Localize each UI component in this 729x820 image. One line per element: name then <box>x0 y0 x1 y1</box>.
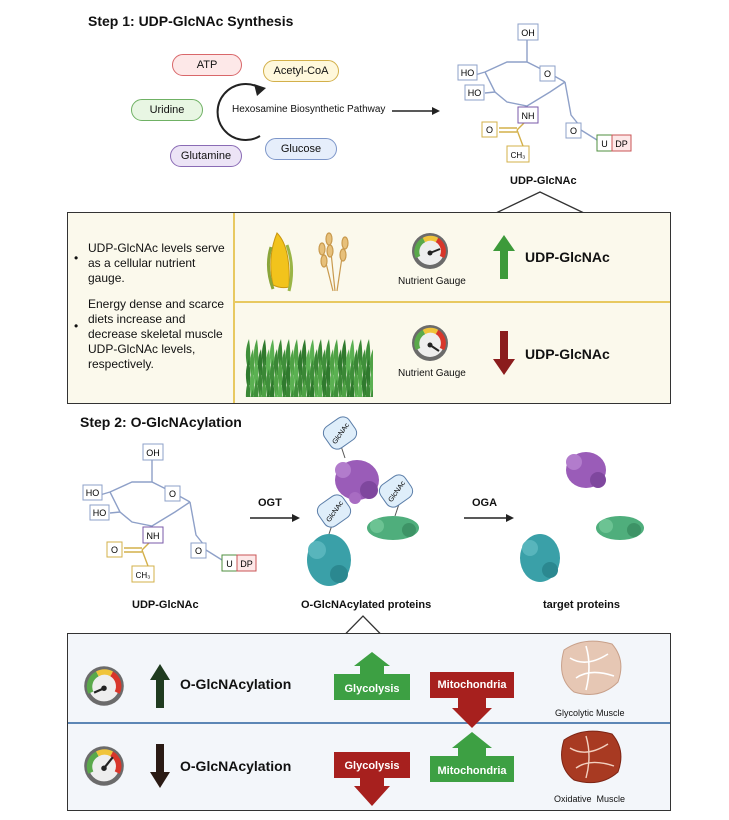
oga-label: OGA <box>472 497 498 509</box>
step1-title: Step 1: UDP-GlcNAc Synthesis <box>88 13 294 29</box>
glycosylated-proteins-label: O-GlcNAcylated proteins <box>301 599 432 611</box>
level-label-row1: UDP-GlcNAc <box>525 249 610 265</box>
up-arrow-icon <box>493 235 515 279</box>
mol2-o-link: O <box>195 546 202 556</box>
udp-glcnac-label-top: UDP-GlcNAc <box>510 175 577 187</box>
mol2-dp: DP <box>240 559 253 569</box>
oxidative-muscle-icon <box>561 730 622 784</box>
nutrient-panel: • UDP-GlcNAc levels serve as a cellular … <box>67 212 671 404</box>
mol1-ho2: HO <box>468 88 482 98</box>
udp-glcnac-structure-2: OH HO O HO NH O CH₃ O U DP <box>82 443 257 583</box>
gauge-label-row1: Nutrient Gauge <box>398 276 466 287</box>
mol2-ho2: HO <box>93 508 107 518</box>
udp-glcnac-structure: OH HO O HO NH O CH₃ O U DP <box>457 23 632 163</box>
pathway-label: Hexosamine Biosynthetic Pathway <box>232 104 386 115</box>
input-atp: ATP <box>172 54 242 76</box>
input-glucose: Glucose <box>265 138 337 160</box>
o-glcnacylation-label-row1: O-GlcNAcylation <box>180 676 292 692</box>
bullet-2: • Energy dense and scarce diets increase… <box>74 297 225 371</box>
mitochondria-up-box <box>430 732 514 782</box>
glycolysis-down-box <box>334 752 410 806</box>
glycosylated-proteins-illustration: GlcNAc GlcNAc GlcNAc <box>307 416 419 586</box>
mol2-ch3: CH₃ <box>136 571 151 580</box>
mol1-ho1: HO <box>461 68 475 78</box>
nutrient-gauge-icon-high <box>412 233 448 269</box>
mol1-o-ring: O <box>544 69 551 79</box>
glycolytic-muscle-icon <box>561 640 622 695</box>
teal-protein <box>307 534 351 586</box>
mol1-u: U <box>601 139 608 149</box>
oga-arrow <box>464 514 514 522</box>
glycolysis-label-row1: Glycolysis <box>344 683 400 695</box>
muscle-panel: O-GlcNAcylation Glycolysis Mitochondria … <box>67 633 671 811</box>
panel-divider-horizontal <box>234 301 670 303</box>
mol2-oh: OH <box>146 448 160 458</box>
nutrient-gauge-icon-low <box>412 325 448 361</box>
mol2-ho1: HO <box>86 488 100 498</box>
o-glcnacylation-down-arrow-icon <box>150 744 170 788</box>
ogt-label: OGT <box>258 497 282 509</box>
ogt-arrow <box>250 514 300 522</box>
grass-icon <box>245 339 373 397</box>
glycolytic-muscle-label: Glycolytic Muscle <box>555 708 625 718</box>
pathway-arrow <box>392 107 440 115</box>
target-proteins-label: target proteins <box>543 599 621 611</box>
mol2-u: U <box>226 559 233 569</box>
purple-protein <box>335 460 379 504</box>
gauge-icon-high <box>84 666 124 706</box>
down-arrow-icon <box>493 331 515 375</box>
level-label-row2: UDP-GlcNAc <box>525 346 610 362</box>
mol2-o-carbonyl: O <box>111 545 118 555</box>
o-glcnacylation-up-arrow-icon <box>150 664 170 708</box>
gauge-icon-low <box>84 746 124 786</box>
bullet-1: • UDP-GlcNAc levels serve as a cellular … <box>74 241 225 285</box>
green-protein <box>367 516 419 540</box>
mol1-ch3: CH₃ <box>511 151 526 160</box>
glycolysis-up-box <box>334 652 410 700</box>
mol1-o-link: O <box>570 126 577 136</box>
pathway-cycle-arrow <box>216 83 266 141</box>
glycolysis-label-row2: Glycolysis <box>344 760 400 772</box>
corn-wheat-icon <box>266 232 349 292</box>
gauge-label-row2: Nutrient Gauge <box>398 368 466 379</box>
input-acetyl-coa: Acetyl-CoA <box>263 60 339 82</box>
mol1-o-carbonyl: O <box>486 125 493 135</box>
mol1-oh: OH <box>521 28 535 38</box>
mol2-o-ring: O <box>169 489 176 499</box>
mitochondria-down-box <box>430 672 514 728</box>
mol2-nh: NH <box>147 531 160 541</box>
muscle-divider <box>68 722 670 724</box>
o-glcnacylation-label-row2: O-GlcNAcylation <box>180 758 292 774</box>
panel-divider-vertical <box>233 213 235 403</box>
target-proteins-illustration <box>520 452 644 582</box>
mitochondria-label-row2: Mitochondria <box>437 765 507 777</box>
mitochondria-label-row1: Mitochondria <box>437 679 507 691</box>
input-uridine: Uridine <box>131 99 203 121</box>
mol1-dp: DP <box>615 139 628 149</box>
oxidative-muscle-label: Oxidative Muscle <box>554 794 626 804</box>
udp-glcnac-label-step2: UDP-GlcNAc <box>132 599 199 611</box>
step2-title: Step 2: O-GlcNAcylation <box>80 414 242 430</box>
input-glutamine: Glutamine <box>170 145 242 167</box>
panel1-bracket <box>495 191 585 214</box>
mol1-nh: NH <box>522 111 535 121</box>
